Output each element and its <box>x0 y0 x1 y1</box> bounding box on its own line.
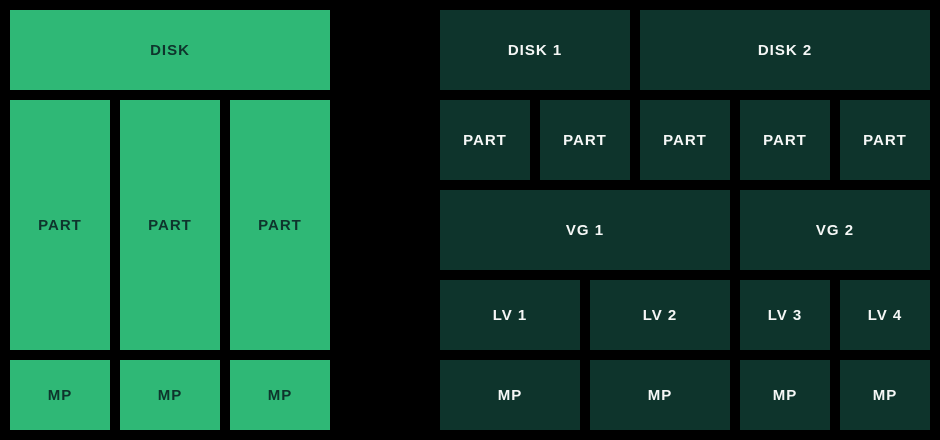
right-disk-box: DISK 1 <box>440 10 630 90</box>
left-mp-box: MP <box>230 360 330 430</box>
lvm-diagram: DISK 1 DISK 2 PART PART PART PART PART V… <box>440 10 930 430</box>
standard-partitioning-diagram: DISK PART PART PART MP MP MP <box>10 10 330 430</box>
right-mp-box: MP <box>440 360 580 430</box>
right-mp-box: MP <box>740 360 830 430</box>
right-part-box: PART <box>640 100 730 180</box>
right-part-box: PART <box>840 100 930 180</box>
right-part-box: PART <box>740 100 830 180</box>
right-disk-row: DISK 1 DISK 2 <box>440 10 930 90</box>
vg-box: VG 1 <box>440 190 730 270</box>
right-partition-row: PART PART PART PART PART <box>440 100 930 180</box>
left-partition-row: PART PART PART <box>10 100 330 350</box>
right-mountpoint-row: MP MP MP MP <box>440 360 930 430</box>
left-mountpoint-row: MP MP MP <box>10 360 330 430</box>
right-part-box: PART <box>540 100 630 180</box>
left-mp-box: MP <box>120 360 220 430</box>
left-mp-box: MP <box>10 360 110 430</box>
right-part-box: PART <box>440 100 530 180</box>
volume-group-row: VG 1 VG 2 <box>440 190 930 270</box>
left-part-box: PART <box>10 100 110 350</box>
left-part-box: PART <box>120 100 220 350</box>
lv-box: LV 2 <box>590 280 730 350</box>
left-disk-box: DISK <box>10 10 330 90</box>
right-disk-box: DISK 2 <box>640 10 930 90</box>
lv-box: LV 3 <box>740 280 830 350</box>
left-part-box: PART <box>230 100 330 350</box>
vg-box: VG 2 <box>740 190 930 270</box>
lv-box: LV 1 <box>440 280 580 350</box>
right-mp-box: MP <box>590 360 730 430</box>
logical-volume-row: LV 1 LV 2 LV 3 LV 4 <box>440 280 930 350</box>
left-disk-row: DISK <box>10 10 330 90</box>
right-mp-box: MP <box>840 360 930 430</box>
lv-box: LV 4 <box>840 280 930 350</box>
